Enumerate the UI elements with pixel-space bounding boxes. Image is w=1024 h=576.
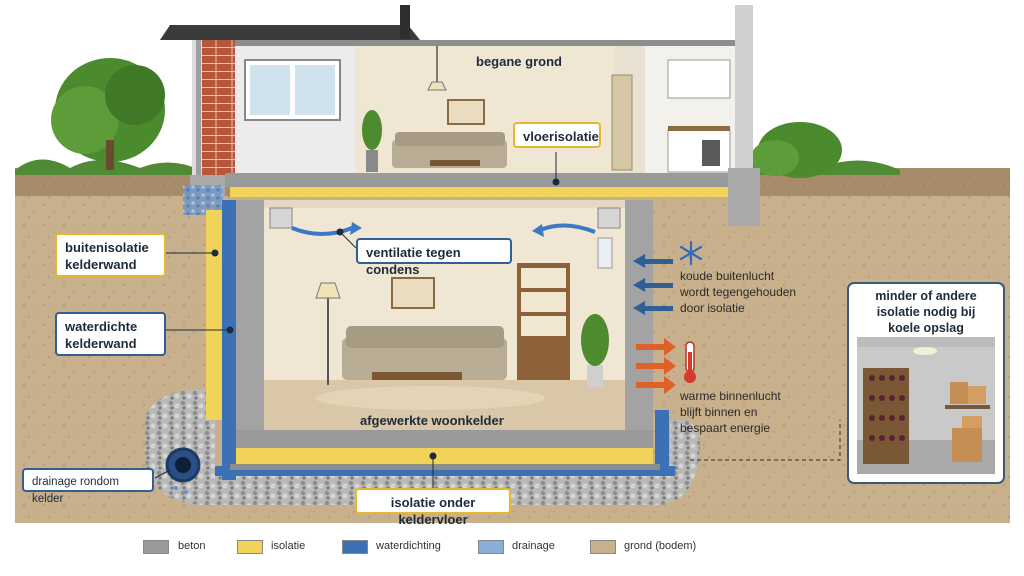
warm-inside-note: warme binnenlucht blijft binnen en bespa… [680,389,781,435]
waterproof-wall-callout: waterdichte kelderwand [55,312,166,356]
legend-swatch-waterdichting [342,540,368,554]
finished-basement-label: afgewerkte woonkelder [360,413,504,428]
legend-swatch-drainage [478,540,504,554]
legend-swatch-isolatie [237,540,263,554]
thermometer-icon [684,341,696,383]
legend-label-isolatie: isolatie [271,540,306,552]
snowflake-icon [679,240,703,266]
ventilation-callout: ventilatie tegen condens [356,238,512,277]
floor-insulation-callout: vloerisolatie [513,122,601,148]
legend-swatch-grond [590,540,616,554]
cool-storage-title: minder of andere isolatie nodig bij koel… [875,289,977,335]
cold-outside-note: koude buitenlucht wordt tegengehouden do… [680,269,797,315]
ground-floor-label: begane grond [476,54,562,69]
legend-label-grond: grond (bodem) [624,540,697,552]
legend-label-drainage: drainage [512,540,555,552]
legend-label-waterdichting: waterdichting [376,540,441,552]
outer-insulation-callout: buitenisolatie kelderwand [55,233,166,277]
floor-under-insulation-callout: isolatie onder keldervloer [355,488,511,527]
legend-label-beton: beton [178,540,206,552]
legend-swatch-beton [143,540,169,554]
drainage-callout: drainage rondom kelder [22,468,154,505]
